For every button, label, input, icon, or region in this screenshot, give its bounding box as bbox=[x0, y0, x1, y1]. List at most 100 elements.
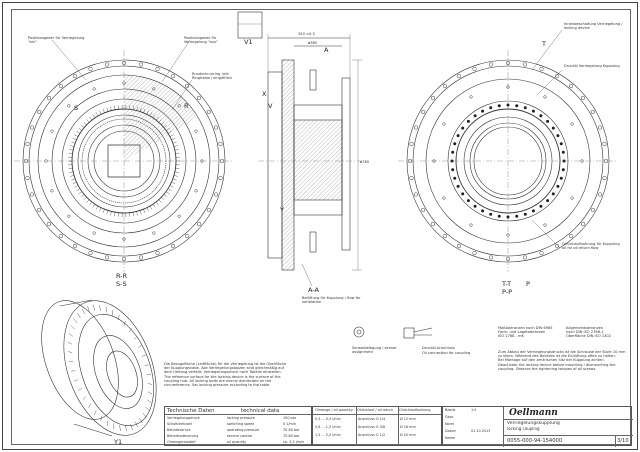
oil-quantity-table: Ölmenge / oil quantity Ölrücklauf / oil … bbox=[312, 406, 442, 446]
gear-tooth bbox=[173, 145, 178, 147]
bolt-hole bbox=[50, 129, 54, 133]
bolt-hole bbox=[218, 141, 223, 147]
callout-pressure-oil: Drucköl Verriegelung Kupplung bbox=[564, 64, 620, 68]
bolt-hole bbox=[421, 109, 426, 115]
bolt-hole bbox=[523, 106, 527, 110]
gear-tooth bbox=[111, 310, 113, 316]
gear-tooth bbox=[106, 107, 109, 112]
gear-tooth bbox=[77, 312, 81, 319]
bolt-hole bbox=[206, 109, 211, 115]
title-scale: 1:5 bbox=[471, 408, 477, 412]
bolt-hole bbox=[407, 158, 413, 164]
gear-tooth bbox=[175, 168, 180, 169]
gear-tooth bbox=[169, 185, 174, 188]
bolt-hole bbox=[505, 256, 511, 262]
bolt-hole bbox=[88, 251, 93, 256]
bolt-hole bbox=[88, 66, 93, 71]
bolt-hole bbox=[559, 142, 563, 146]
tech-title-en: technical data bbox=[241, 408, 280, 414]
gear-tooth bbox=[171, 181, 176, 184]
gear-tooth bbox=[76, 188, 81, 191]
gear-tooth bbox=[73, 318, 78, 324]
gear-tooth bbox=[133, 336, 138, 340]
bolt-hole bbox=[58, 83, 64, 88]
gear-tooth bbox=[94, 410, 97, 416]
gear-tooth bbox=[169, 134, 174, 137]
gear-tooth bbox=[142, 412, 147, 418]
bolt-hole bbox=[488, 62, 494, 67]
gear-tooth bbox=[69, 149, 74, 151]
bolt-hole bbox=[551, 126, 555, 130]
gear-tooth bbox=[152, 114, 156, 119]
gear-tooth bbox=[149, 112, 153, 117]
left-bolt-circle bbox=[23, 60, 225, 262]
gear-tooth bbox=[117, 314, 120, 320]
bolt-hole bbox=[466, 199, 470, 203]
bolt-hole bbox=[442, 196, 446, 200]
bolt-hole bbox=[473, 204, 477, 208]
gear-tooth bbox=[92, 114, 96, 119]
tech-title-de: Technische Daten bbox=[167, 408, 215, 414]
bolt-hole bbox=[92, 87, 96, 91]
bolt-hole bbox=[551, 192, 555, 196]
bolt-hole bbox=[506, 233, 510, 237]
bolt-hole bbox=[442, 83, 448, 88]
bolt-hole bbox=[155, 251, 160, 256]
bolt-hole bbox=[554, 243, 560, 248]
bolt-hole bbox=[556, 134, 560, 138]
bolt-hole bbox=[461, 126, 465, 130]
gear-tooth bbox=[99, 110, 102, 115]
gear-tooth bbox=[139, 210, 142, 215]
left-gear-teeth bbox=[68, 105, 180, 217]
gear-tooth bbox=[158, 119, 162, 123]
bolt-hole bbox=[531, 109, 535, 113]
gear-tooth bbox=[95, 112, 99, 117]
bolt-hole bbox=[456, 134, 460, 138]
gear-tooth bbox=[70, 325, 75, 330]
gear-tooth bbox=[95, 205, 99, 210]
bolt-hole bbox=[46, 95, 51, 101]
callout-sensor-assignment: Sensorbelegung / sensor assignment bbox=[352, 346, 397, 355]
gear-tooth bbox=[74, 379, 79, 382]
gear-tooth bbox=[82, 396, 87, 400]
bolt-hole bbox=[523, 212, 527, 216]
gear-tooth bbox=[139, 417, 143, 424]
gear-tooth bbox=[78, 191, 83, 195]
bolt-hole bbox=[456, 184, 460, 188]
callout-position-sensor-on: Positionsgeber für Verriegelung "ein" bbox=[28, 36, 85, 45]
gear-tooth bbox=[99, 207, 102, 212]
gear-tooth bbox=[132, 212, 134, 217]
view-label-s: S bbox=[74, 104, 79, 112]
gear-tooth bbox=[145, 406, 150, 411]
gear-tooth bbox=[86, 119, 90, 123]
bolt-hole bbox=[489, 212, 493, 216]
view-label-y1: Y1 bbox=[114, 438, 123, 446]
bolt-hole bbox=[481, 209, 485, 213]
gear-tooth bbox=[139, 107, 142, 112]
bolt-hole bbox=[413, 192, 418, 197]
bolt-hole bbox=[177, 104, 181, 108]
bolt-hole bbox=[570, 196, 574, 200]
bolt-hole bbox=[481, 109, 485, 113]
bolt-hole bbox=[473, 114, 477, 118]
right-front-view bbox=[398, 50, 618, 272]
gear-tooth bbox=[92, 203, 96, 208]
bolt-hole bbox=[568, 83, 574, 88]
bolt-hole bbox=[562, 159, 566, 163]
callout-position-sensor-off: Positionsgeber für Verriegelung "aus" bbox=[184, 36, 218, 45]
bolt-hole bbox=[92, 231, 96, 235]
bolt-hole bbox=[138, 62, 144, 67]
callout-oil-connection: Drucköl-Anschluss bbox=[422, 346, 455, 350]
dim-diameter: ø780 bbox=[360, 160, 370, 164]
gear-tooth bbox=[167, 131, 172, 134]
bolt-hole bbox=[456, 243, 462, 248]
gear-tooth bbox=[78, 127, 83, 131]
gear-tooth bbox=[173, 175, 178, 177]
gear-tooth bbox=[161, 196, 165, 201]
bolt-hole bbox=[561, 150, 565, 154]
gear-tooth bbox=[172, 178, 177, 181]
bolt-hole bbox=[170, 243, 176, 248]
bolt-hole bbox=[23, 158, 29, 164]
gear-tooth bbox=[93, 304, 95, 311]
